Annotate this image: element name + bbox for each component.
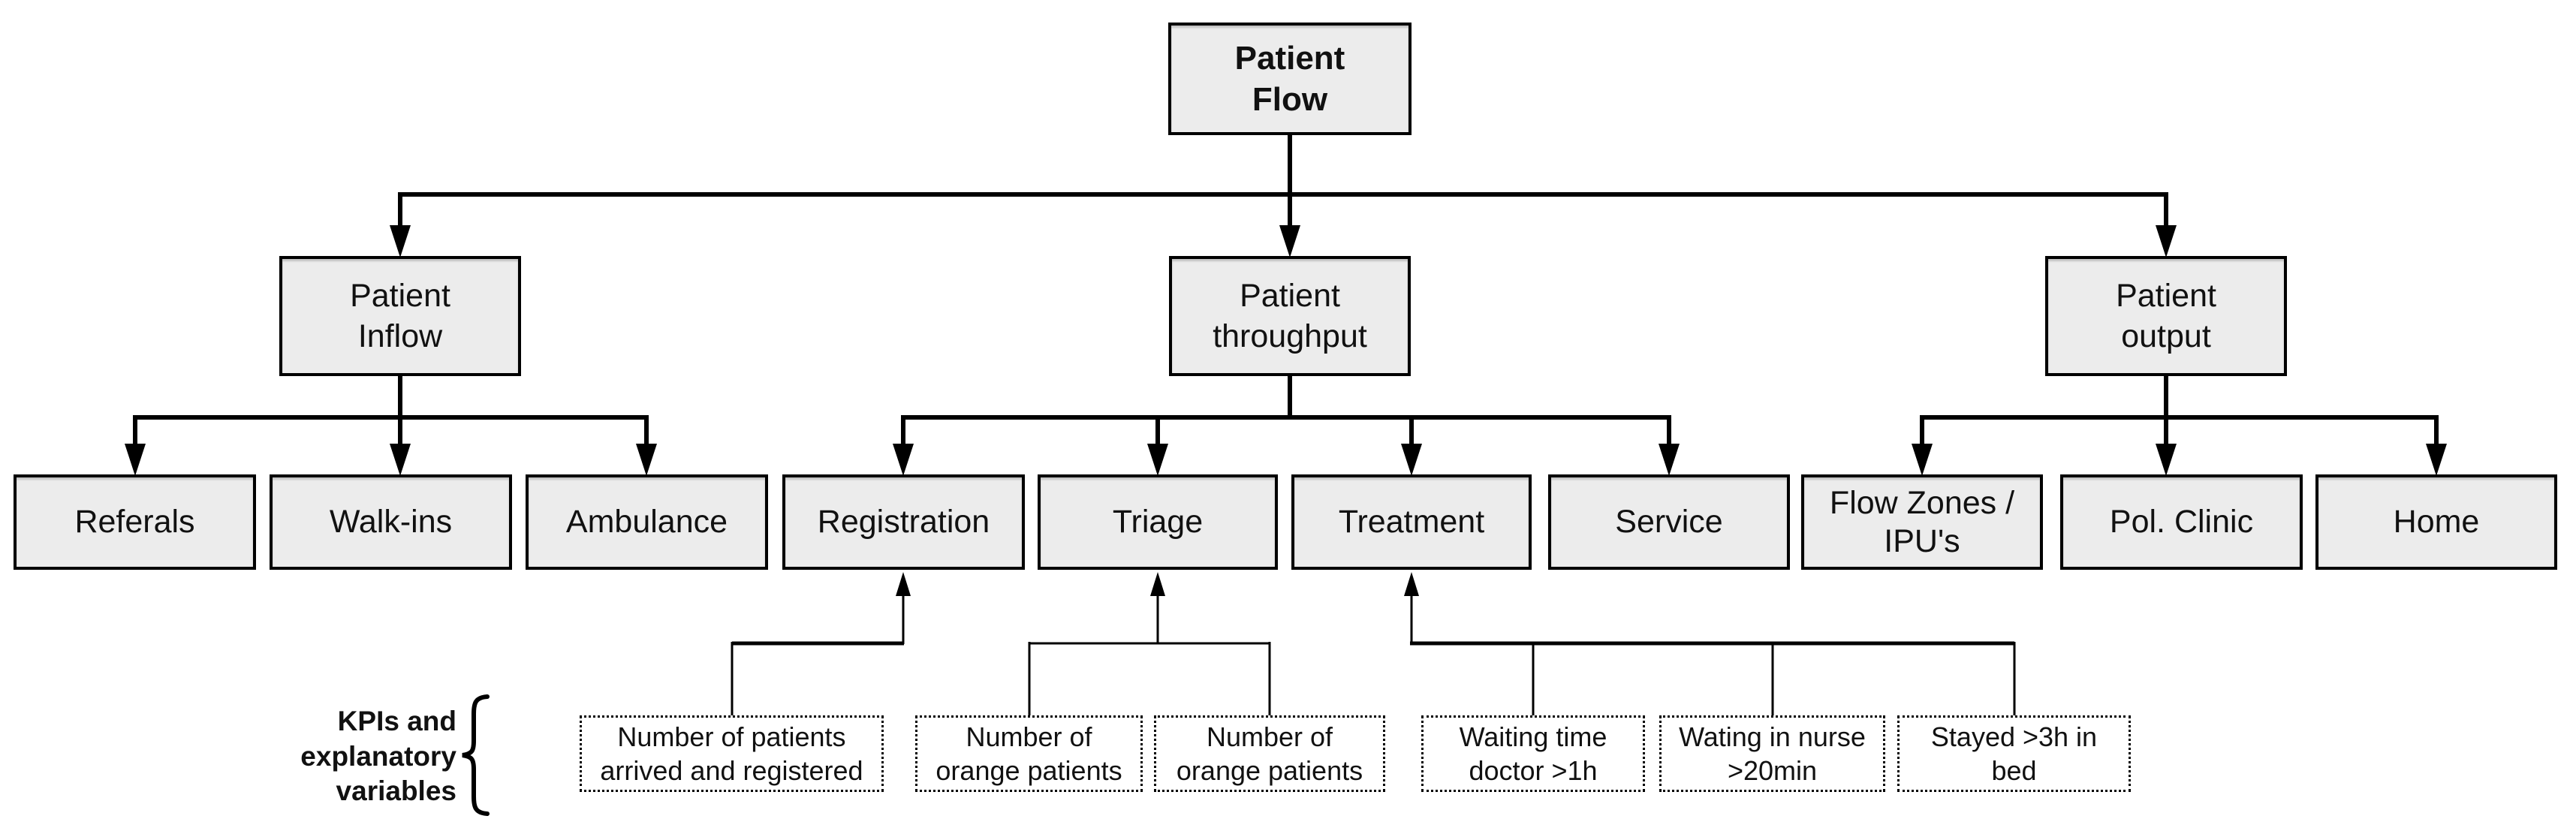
node-patient-output: Patient output — [2045, 256, 2287, 376]
kpi-number-orange-patients-1: Number of orange patients — [915, 715, 1143, 792]
node-patient-inflow: Patient Inflow — [279, 256, 521, 376]
curly-brace — [462, 694, 490, 816]
arrowheads-kpi-up — [896, 572, 1419, 596]
arrowheads-level3 — [125, 444, 2447, 476]
kpi-side-label: KPIs and explanatory variables — [300, 706, 456, 807]
node-service: Service — [1548, 474, 1790, 570]
connector-root-to-level2 — [398, 134, 2168, 229]
connector-level2-to-level3 — [133, 375, 2439, 447]
node-walk-ins: Walk-ins — [270, 474, 512, 570]
kpi-number-orange-patients-2: Number of orange patients — [1154, 715, 1385, 792]
connector-kpis — [731, 593, 2016, 715]
kpi-wating-in-nurse: Wating in nurse >20min — [1659, 715, 1885, 792]
arrowheads-level2 — [390, 225, 2177, 257]
node-triage: Triage — [1038, 474, 1278, 570]
node-patient-flow: Patient Flow — [1168, 23, 1412, 135]
node-treatment: Treatment — [1291, 474, 1532, 570]
node-home: Home — [2315, 474, 2557, 570]
kpi-number-patients-arrived-registered: Number of patients arrived and registere… — [580, 715, 884, 792]
node-pol-clinic: Pol. Clinic — [2060, 474, 2303, 570]
node-registration: Registration — [782, 474, 1025, 570]
node-flow-zones-ipus: Flow Zones / IPU's — [1801, 474, 2043, 570]
node-ambulance: Ambulance — [526, 474, 768, 570]
kpi-stayed-3h-in-bed: Stayed >3h in bed — [1897, 715, 2131, 792]
kpi-waiting-time-doctor: Waiting time doctor >1h — [1421, 715, 1645, 792]
node-patient-throughput: Patient throughput — [1169, 256, 1411, 376]
node-referals: Referals — [14, 474, 256, 570]
